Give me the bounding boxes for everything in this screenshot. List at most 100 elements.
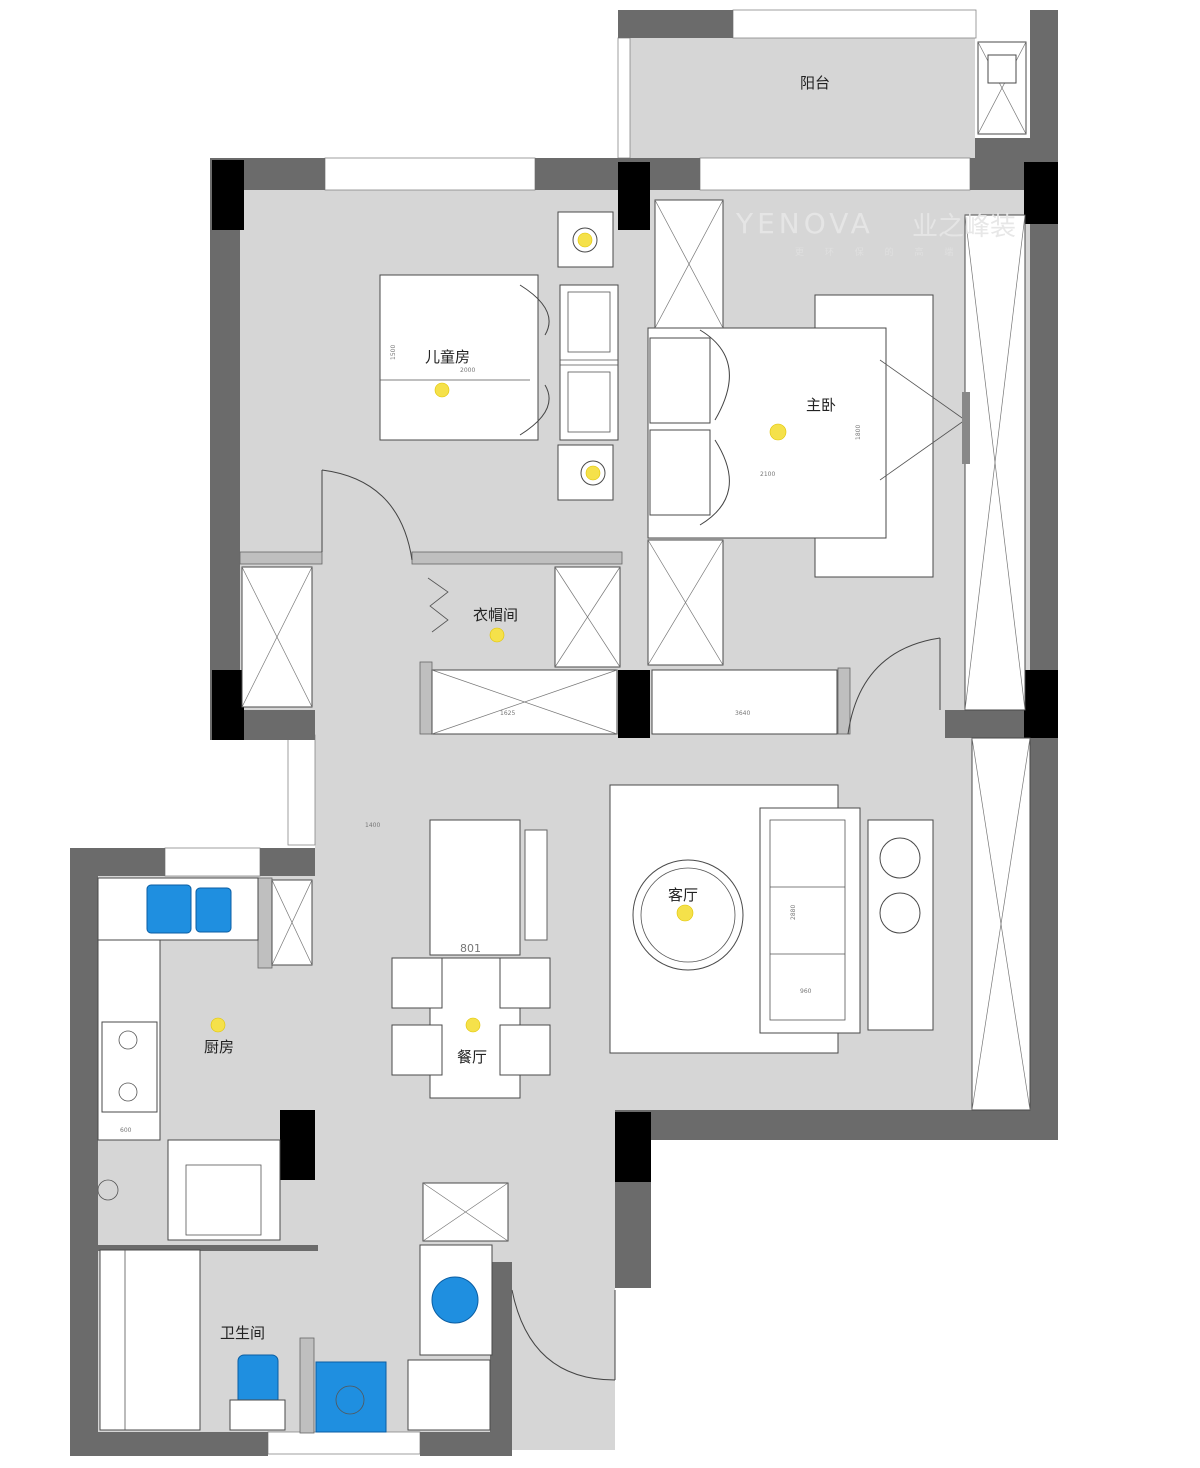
washer-icon [987, 54, 1017, 84]
svg-text:2100: 2100 [760, 471, 775, 478]
balcony [977, 41, 1027, 135]
wall [260, 848, 315, 876]
wall [945, 710, 1030, 738]
dining-table-dim: 801 [460, 942, 481, 955]
chair [391, 1024, 443, 1076]
cloakroom-label: 衣帽间 [473, 606, 518, 624]
entry-hall [419, 1182, 616, 1381]
wall [618, 10, 733, 38]
pillow [649, 429, 711, 516]
svg-text:600: 600 [120, 1127, 132, 1134]
kitchen-cabinet [167, 1139, 281, 1241]
bathroom [99, 1249, 491, 1433]
wall [239, 551, 323, 565]
chair [499, 957, 551, 1009]
watermark-brand-cn: 业之峰装 [912, 212, 1016, 242]
balcony-label: 阳台 [800, 74, 830, 92]
chair [391, 957, 443, 1009]
watermark-brand: YENOVA [735, 207, 874, 240]
kids-room-label: 儿童房 [425, 348, 470, 366]
bath-window [267, 1431, 421, 1455]
wall [411, 551, 623, 565]
wall [70, 848, 165, 876]
living-room-label: 客厅 [668, 886, 698, 904]
vanity [407, 1359, 491, 1431]
wall [490, 1262, 512, 1432]
svg-text:1500: 1500 [390, 345, 397, 360]
ceiling-light-icon [210, 1017, 226, 1033]
tv-icon [524, 829, 548, 941]
bathtub-icon [315, 1361, 387, 1433]
tv-icon [962, 392, 970, 464]
column [618, 670, 650, 738]
wall [975, 138, 1030, 158]
sink-icon [146, 884, 192, 934]
wall [98, 1245, 318, 1251]
sofa [759, 807, 861, 1034]
hall-window [287, 734, 316, 846]
kitchen-window [164, 847, 261, 877]
ceiling-light-icon [465, 1017, 481, 1033]
balcony-window-left [617, 37, 631, 159]
wall [70, 1432, 268, 1456]
wall [535, 158, 700, 190]
watermark-slogan: 更 环 保 的 高 端 [795, 246, 962, 258]
wall [1030, 10, 1058, 160]
room-labels: 阳台 儿童房 主卧 衣帽间 客厅 餐厅 厨房 卫生间 801 [204, 74, 836, 1342]
walls [70, 10, 1058, 1456]
tv-cabinet [429, 819, 521, 956]
ceiling-light-icon [676, 904, 694, 922]
column [618, 162, 650, 230]
sink-icon [195, 887, 232, 933]
ceiling-light-icon [769, 423, 787, 441]
column [1024, 162, 1058, 224]
wall [240, 710, 315, 740]
balcony-window-top [732, 9, 977, 39]
svg-text:3640: 3640 [735, 710, 750, 717]
pillow [649, 337, 711, 424]
kids-window [324, 157, 536, 191]
stove-icon [101, 1021, 158, 1113]
shower-area [99, 1249, 201, 1431]
wall [257, 877, 273, 969]
wall [210, 190, 240, 740]
columns [212, 160, 1058, 1182]
svg-text:1800: 1800 [855, 425, 862, 440]
wardrobe-run [651, 669, 838, 735]
wall [837, 667, 851, 735]
kitchen: 600 [97, 877, 313, 1241]
column [280, 1110, 315, 1180]
master-bedroom-label: 主卧 [806, 396, 836, 414]
svg-text:2000: 2000 [460, 367, 475, 374]
wall [420, 1432, 512, 1456]
washer-icon [431, 1276, 479, 1324]
master-window [699, 157, 971, 191]
wall [615, 1110, 1058, 1140]
wall [70, 876, 98, 1456]
chair [499, 1024, 551, 1076]
kids-room: 2000 1500 [379, 211, 619, 501]
bathroom-label: 卫生间 [220, 1324, 265, 1342]
cloakroom: 1625 3640 [241, 469, 941, 735]
kitchen-label: 厨房 [204, 1038, 234, 1056]
living-room: 1400 2880 960 [365, 737, 1031, 1111]
dining-room [391, 957, 551, 1099]
column [615, 1112, 651, 1182]
column [212, 160, 244, 230]
wall [419, 661, 433, 735]
svg-text:1625: 1625 [500, 710, 515, 717]
toilet-icon [237, 1354, 279, 1406]
svg-text:960: 960 [800, 988, 812, 995]
ceiling-light-icon [489, 627, 505, 643]
watermark-logo: YENOVA 业之峰装 更 环 保 的 高 端 [735, 207, 1016, 258]
wall [299, 1337, 315, 1434]
dining-room-label: 餐厅 [457, 1048, 487, 1066]
kids-bed [379, 274, 539, 441]
toilet-tank [229, 1399, 286, 1431]
svg-text:2880: 2880 [790, 905, 797, 920]
svg-text:1400: 1400 [365, 822, 380, 829]
wall [1030, 190, 1058, 1130]
kids-wardrobe [559, 284, 619, 441]
windows [164, 9, 977, 1455]
